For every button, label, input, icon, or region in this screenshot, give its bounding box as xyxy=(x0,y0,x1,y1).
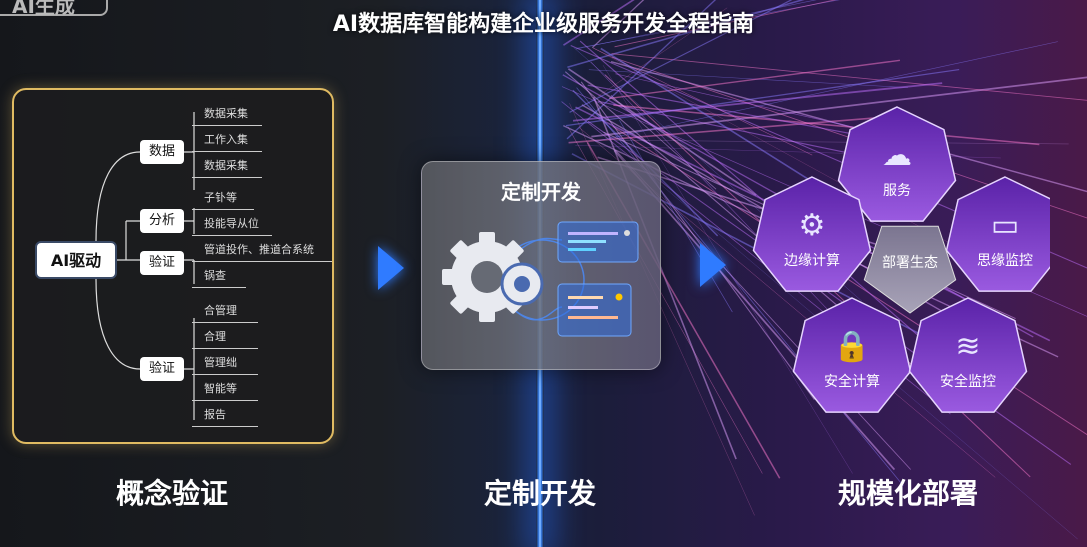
branch-validation: 验证 xyxy=(140,251,184,275)
hex-browser-window: ▭ 思缘监控 xyxy=(947,177,1051,291)
hex-label: 安全计算 xyxy=(824,373,880,390)
hex-layers: ≋ 安全监控 xyxy=(910,298,1027,412)
branch-validation-2: 验证 xyxy=(140,357,184,381)
lock-bag-icon: 🔒 xyxy=(833,329,870,364)
cloud-sun-icon: ☁ xyxy=(882,138,912,173)
custom-dev-card: 定制开发 xyxy=(421,161,661,370)
deployment-hex-cluster: ☁ 服务 ⚙ 边缘计算 ▭ 思缘监控 🔒 安全计算 ≋ 安全监控 部署生态 xyxy=(750,100,1050,420)
light-streak xyxy=(611,54,1087,102)
stage-label-scale-deploy: 规模化部署 xyxy=(788,472,1028,512)
stage-label-poc: 概念验证 xyxy=(52,472,292,512)
stage-label-custom-dev: 定制开发 xyxy=(420,472,660,512)
hex-label: 服务 xyxy=(883,183,911,199)
leaf: 子钋等 xyxy=(192,189,254,210)
layers-icon: ≋ xyxy=(955,329,980,364)
hex-label: 边缘计算 xyxy=(784,253,840,269)
leaf: 管道投作、推道合系统 xyxy=(192,241,332,262)
hex-label: 思缘监控 xyxy=(977,253,1033,269)
mindmap-root: AI驱动 xyxy=(35,241,117,279)
leaf: 智能等 xyxy=(192,380,258,401)
mindmap-panel: AI驱动 数据 分析 验证 验证 数据采集 工作入集 数据采集 子钋等 投能导从… xyxy=(12,88,334,444)
leaf: 报告 xyxy=(192,406,258,427)
hex-lock-bag: 🔒 安全计算 xyxy=(794,298,911,412)
leaf: 管理绌 xyxy=(192,354,258,375)
gears-dashboard-icon xyxy=(422,162,662,371)
arrow-right-icon xyxy=(700,243,726,287)
hex-center-label: 部署生态 xyxy=(882,255,938,271)
leaf: 数据采集 xyxy=(192,157,262,178)
hex-center: 部署生态 xyxy=(864,226,955,313)
branch-data: 数据 xyxy=(140,140,184,164)
leaf: 投能导从位 xyxy=(192,215,272,236)
arrow-right-icon xyxy=(378,246,404,290)
leaf: 合理 xyxy=(192,328,258,349)
leaf: 锅查 xyxy=(192,267,246,288)
browser-window-icon: ▭ xyxy=(991,208,1019,243)
leaf: 数据采集 xyxy=(192,105,262,126)
gear-chip-icon: ⚙ xyxy=(799,208,826,243)
leaf: 合管理 xyxy=(192,302,258,323)
branch-analysis: 分析 xyxy=(140,209,184,233)
hex-label: 安全监控 xyxy=(940,373,996,390)
leaf: 工作入集 xyxy=(192,131,262,152)
page-title: AI数据库智能构建企业级服务开发全程指南 xyxy=(0,6,1087,38)
